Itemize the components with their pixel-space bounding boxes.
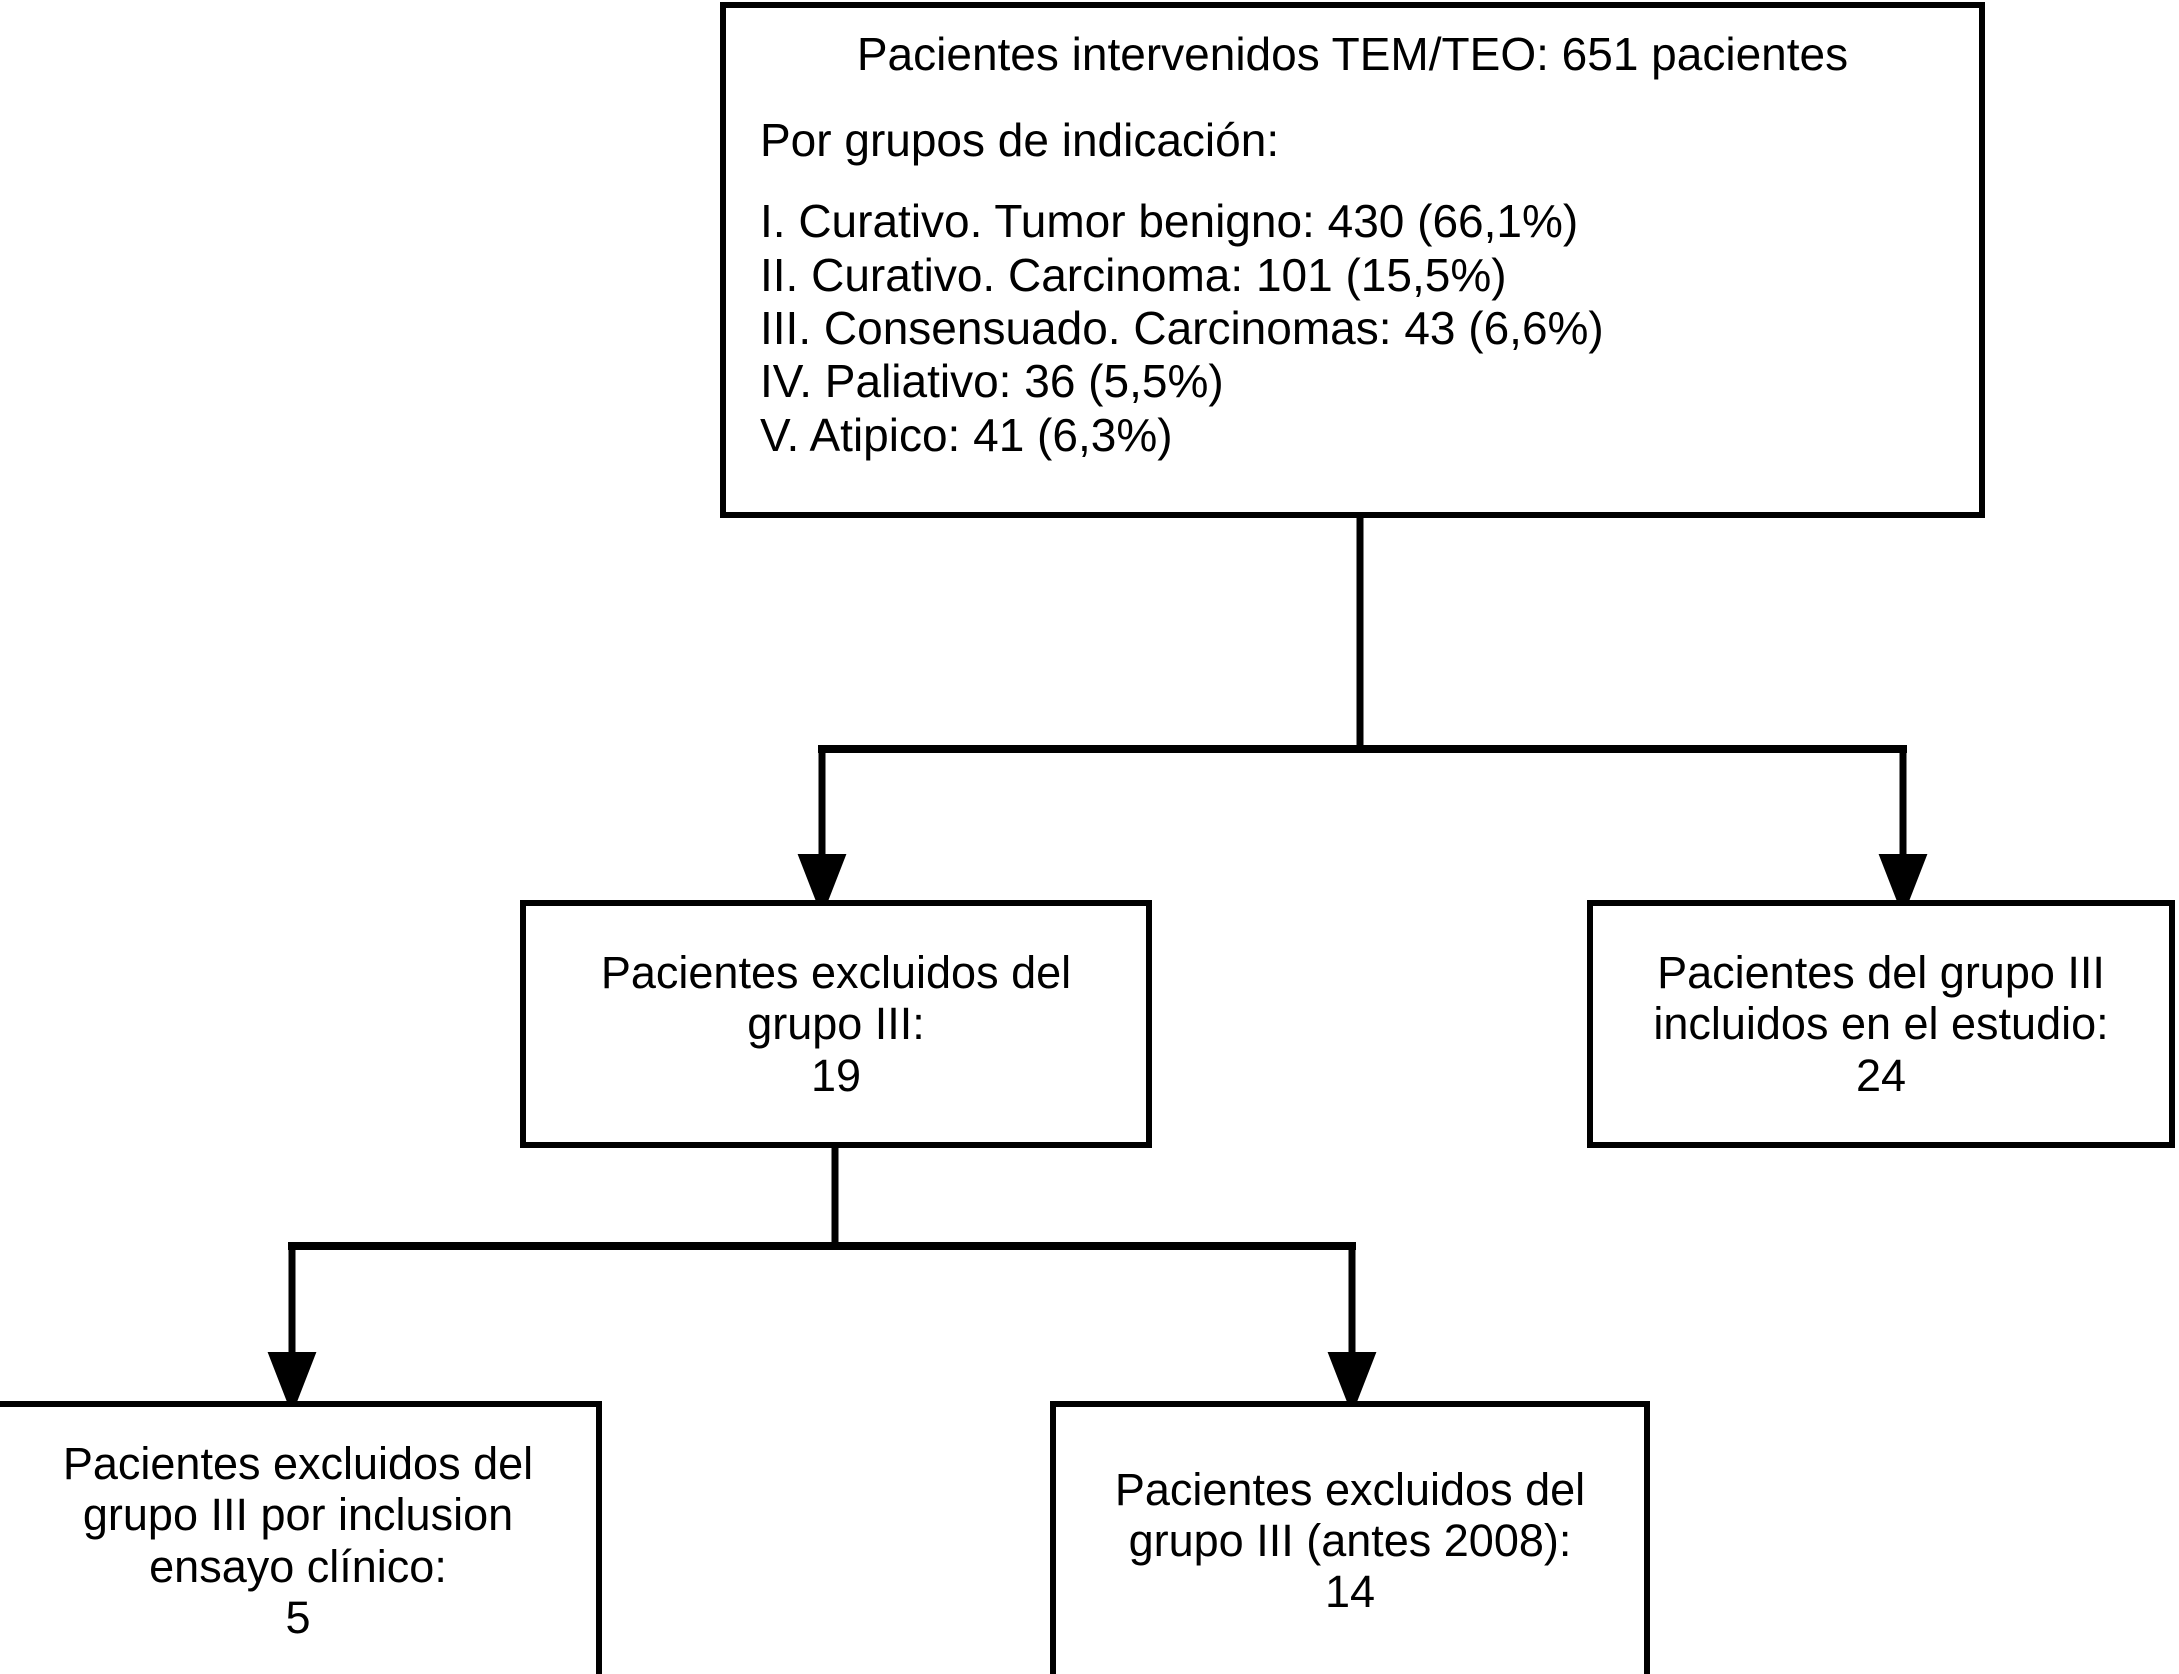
root-group-line-2: II. Curativo. Carcinoma: 101 (15,5%) [760, 248, 1507, 301]
node-included-group3-line1: Pacientes del grupo III [1657, 947, 2105, 999]
root-group-line-5: V. Atipico: 41 (6,3%) [760, 408, 1173, 461]
node-excluded-trial-value: 5 [285, 1591, 311, 1643]
root-title: Pacientes intervenidos TEM/TEO: 651 paci… [856, 28, 1849, 80]
node-excluded-trial: Pacientes excluidos del grupo III por in… [0, 1401, 602, 1674]
node-excluded-trial-line1: Pacientes excluidos del [62, 1437, 534, 1489]
node-included-group3-value: 24 [1855, 1049, 1907, 1101]
node-included-group3-line2: incluidos en el estudio: [1653, 998, 2109, 1050]
node-excluded-before2008-line2: grupo III (antes 2008): [1128, 1514, 1572, 1566]
node-excluded-group3-line1: Pacientes excluidos del [600, 947, 1072, 999]
root-group-line-3: III. Consensuado. Carcinomas: 43 (6,6%) [760, 302, 1604, 355]
node-included-group3: Pacientes del grupo III incluidos en el … [1587, 900, 2175, 1148]
node-excluded-group3: Pacientes excluidos del grupo III: 19 [520, 900, 1152, 1148]
node-root-patients: Pacientes intervenidos TEM/TEO: 651 paci… [720, 2, 1985, 518]
node-excluded-trial-line2: grupo III por inclusion [82, 1489, 514, 1541]
node-included-group3-text: Pacientes del grupo III incluidos en el … [1593, 947, 2169, 1101]
root-group-line-1: I. Curativo. Tumor benigno: 430 (66,1%) [760, 195, 1579, 248]
node-excluded-group3-text: Pacientes excluidos del grupo III: 19 [526, 947, 1146, 1101]
root-group-list: I. Curativo. Tumor benigno: 430 (66,1%) … [760, 195, 1945, 462]
node-excluded-before2008: Pacientes excluidos del grupo III (antes… [1050, 1401, 1650, 1674]
node-excluded-trial-line3: ensayo clínico: [149, 1540, 447, 1592]
node-excluded-before2008-text: Pacientes excluidos del grupo III (antes… [1056, 1464, 1644, 1618]
root-group-line-4: IV. Paliativo: 36 (5,5%) [760, 355, 1224, 408]
root-subtitle: Por grupos de indicación: [760, 113, 1280, 166]
node-excluded-before2008-line1: Pacientes excluidos del [1114, 1463, 1586, 1515]
node-excluded-group3-value: 19 [810, 1049, 862, 1101]
node-excluded-before2008-value: 14 [1324, 1566, 1376, 1618]
node-excluded-group3-line2: grupo III: [747, 998, 925, 1050]
node-excluded-trial-text: Pacientes excluidos del grupo III por in… [0, 1438, 596, 1643]
